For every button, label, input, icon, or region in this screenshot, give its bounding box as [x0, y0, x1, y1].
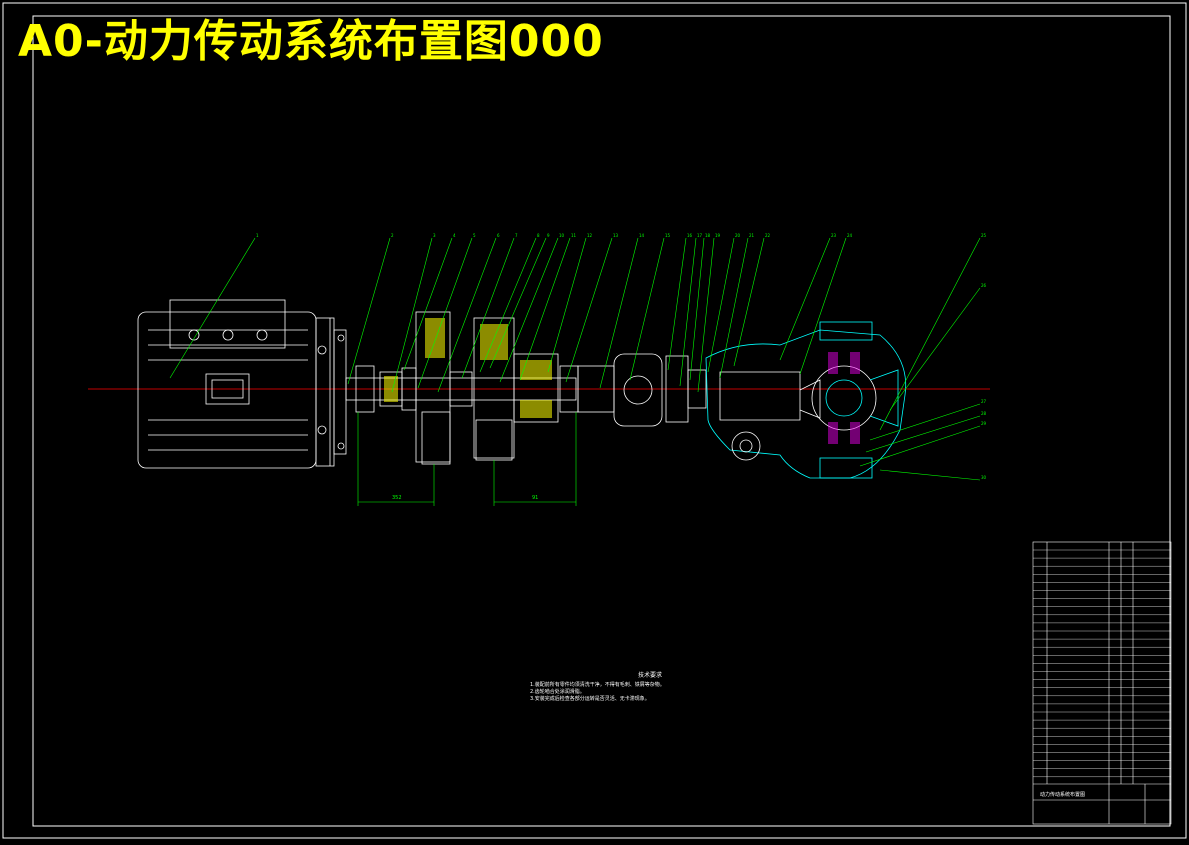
- leader-line: [519, 237, 571, 381]
- leader-line: [169, 237, 256, 379]
- hatched-differential: [828, 352, 860, 444]
- note-line: 2.齿轮啮合处涂润滑脂。: [530, 689, 585, 695]
- balloon-number: 14: [639, 233, 645, 238]
- balloon-number: 9: [547, 233, 550, 238]
- leader-line: [879, 469, 981, 481]
- leader-line: [879, 237, 981, 431]
- leader-line: [599, 237, 639, 389]
- leader-line: [869, 403, 981, 441]
- drive-shaft: [345, 311, 707, 465]
- balloon-number: 28: [981, 411, 987, 416]
- leader-line: [489, 237, 547, 369]
- balloon-number: 11: [571, 233, 577, 238]
- leader-line: [889, 287, 981, 411]
- parts-list-rows: [1033, 549, 1171, 777]
- balloon-number: 23: [831, 233, 837, 238]
- hatched-gears: [384, 318, 552, 418]
- balloon-number: 4: [453, 233, 456, 238]
- dimension-lines: [357, 412, 577, 506]
- balloon-number: 3: [433, 233, 436, 238]
- leader-line: [417, 237, 473, 389]
- leader-line: [733, 237, 765, 367]
- leader-line: [779, 237, 831, 361]
- balloon-number: 7: [515, 233, 518, 238]
- leader-line: [499, 237, 559, 383]
- technical-notes: 技术要求 1.装配前所有零件均须清洗干净，不得有毛刺、铁屑等杂物。 2.齿轮啮合…: [530, 672, 770, 703]
- balloon-number: 8: [537, 233, 540, 238]
- leader-line: [667, 237, 687, 371]
- drawing-title: A0-动力传动系统布置图000: [18, 16, 604, 67]
- leader-line: [461, 237, 515, 379]
- leader-line: [679, 237, 697, 387]
- notes-heading: 技术要求: [637, 672, 662, 679]
- balloon-number: 2: [391, 233, 394, 238]
- balloon-number: 1: [256, 233, 259, 238]
- leader-line: [391, 237, 433, 393]
- balloon-number: 30: [981, 475, 987, 480]
- balloon-number: 16: [687, 233, 693, 238]
- parts-list: [1032, 541, 1172, 825]
- balloon-number: 12: [587, 233, 593, 238]
- leader-line: [865, 415, 981, 453]
- balloon-number: 17: [697, 233, 703, 238]
- balloon-number: 6: [497, 233, 500, 238]
- leader-line: [859, 425, 981, 467]
- dimension-91: 91: [532, 495, 538, 501]
- leader-line: [799, 237, 847, 375]
- leader-line: [689, 237, 705, 381]
- note-line: 1.装配前所有零件均须清洗干净，不得有毛刺、铁屑等杂物。: [530, 682, 665, 688]
- balloon-number: 20: [735, 233, 741, 238]
- leader-line: [565, 237, 613, 383]
- axle-housing: [705, 321, 907, 479]
- balloon-number: 10: [559, 233, 565, 238]
- leader-line: [719, 237, 749, 379]
- leader-line: [707, 237, 735, 373]
- leader-line: [547, 237, 587, 373]
- leader-line: [437, 237, 497, 393]
- balloon-number: 26: [981, 283, 987, 288]
- balloon-number: 18: [705, 233, 711, 238]
- balloon-number: 29: [981, 421, 987, 426]
- balloon-number: 13: [613, 233, 619, 238]
- dimension-352: 352: [392, 495, 402, 501]
- balloon-number: 22: [765, 233, 771, 238]
- note-line: 3.安装完成后检查各部分运转是否灵活、无卡滞现象。: [530, 696, 650, 702]
- balloon-number: 24: [847, 233, 853, 238]
- balloon-number: 19: [715, 233, 721, 238]
- leader-line: [697, 237, 715, 393]
- balloon-number: 25: [981, 233, 987, 238]
- title-block-name: 动力传动系统布置图: [1040, 791, 1085, 798]
- balloon-number: 27: [981, 399, 987, 404]
- balloon-number: 21: [749, 233, 755, 238]
- balloon-number: 5: [473, 233, 476, 238]
- electric-motor: [137, 299, 347, 469]
- leader-line: [479, 237, 537, 373]
- balloon-number: 15: [665, 233, 671, 238]
- leader-line: [347, 237, 391, 385]
- leader-line: [403, 237, 453, 371]
- leader-line: [629, 237, 665, 381]
- inner-border: [32, 15, 1171, 827]
